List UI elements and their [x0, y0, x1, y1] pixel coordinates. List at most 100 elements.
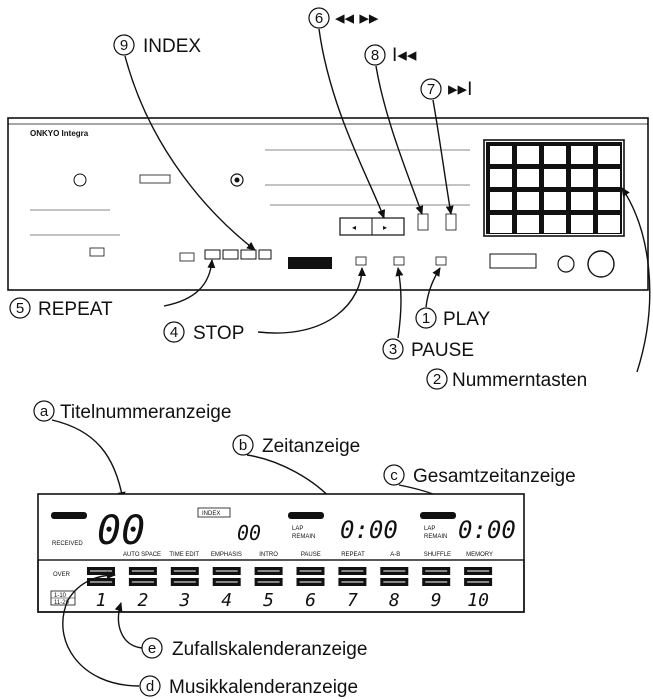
svg-text:PAUSE: PAUSE	[411, 340, 474, 361]
index-digits: 00	[237, 521, 261, 545]
function-label: INTRO	[259, 552, 278, 558]
svg-text:▸: ▸	[383, 223, 387, 232]
remain-label-1: REMAIN	[292, 534, 315, 540]
calendar-boxes	[87, 567, 493, 586]
calendar-number: 9	[431, 590, 442, 611]
small-knob	[557, 255, 575, 273]
index-label: INDEX	[202, 511, 220, 517]
number-keypad	[483, 139, 625, 237]
svg-text:Musikkalenderanzeige: Musikkalenderanzeige	[169, 677, 358, 698]
keypad-key	[598, 146, 620, 164]
calendar-number: 2	[137, 590, 148, 611]
callout-3-pause: 3 PAUSE	[382, 267, 474, 361]
svg-text:I◂◂: I◂◂	[392, 45, 417, 66]
calendar-box	[296, 567, 325, 586]
keypad-key	[490, 215, 512, 233]
calendar-number: 8	[389, 590, 400, 611]
function-label: AUTO SPACE	[123, 552, 161, 558]
track-number-digits: 00	[97, 508, 145, 554]
svg-text:1: 1	[422, 310, 430, 327]
calendar-box	[254, 567, 283, 586]
svg-text:STOP: STOP	[193, 323, 244, 344]
keypad-key	[490, 146, 512, 164]
callout-a-track-number-display: a Titelnummeranzeige	[33, 400, 231, 501]
keypad-key	[598, 192, 620, 210]
lap-label-2: LAP	[424, 526, 435, 532]
function-label: PAUSE	[301, 552, 321, 558]
keypad-key	[571, 146, 593, 164]
keypad-key	[490, 192, 512, 210]
svg-text:▸▸I: ▸▸I	[448, 79, 472, 100]
svg-text:9: 9	[120, 37, 128, 54]
function-label: MEMORY	[466, 552, 493, 558]
elapsed-time-digits: 0:00	[340, 516, 398, 544]
calendar-box	[212, 567, 241, 586]
svg-text:Gesamtzeitanzeige: Gesamtzeitanzeige	[413, 466, 576, 487]
range-indicator: 1-10 11-20	[50, 590, 76, 606]
keypad-key	[490, 169, 512, 187]
function-label: EMPHASIS	[211, 552, 242, 558]
svg-text:◂: ◂	[352, 223, 356, 232]
small-buttons	[89, 247, 195, 262]
callout-1-play: 1 PLAY	[415, 267, 491, 330]
keypad-key	[544, 215, 566, 233]
keypad-key	[598, 215, 620, 233]
keypad-key	[571, 169, 593, 187]
svg-text:3: 3	[389, 341, 397, 358]
calendar-box	[128, 567, 157, 586]
remain-label-2: REMAIN	[424, 534, 447, 540]
range-11-20: 11-20	[54, 600, 70, 606]
calendar-box	[380, 567, 409, 586]
svg-text:Nummerntasten: Nummerntasten	[452, 370, 587, 391]
slot	[489, 253, 537, 269]
calendar-number: 4	[221, 590, 232, 611]
calendar-box	[87, 567, 115, 586]
svg-text:6: 6	[315, 10, 323, 27]
callout-d-music-calendar: d Musikkalenderanzeige	[62, 571, 358, 698]
display-window	[288, 257, 332, 269]
keypad-key	[571, 192, 593, 210]
calendar-box	[422, 567, 451, 586]
calendar-box	[338, 567, 367, 586]
calendar-box	[170, 567, 199, 586]
callout-8-prev: 8 I◂◂	[364, 44, 424, 215]
calendar-box	[464, 567, 493, 586]
svg-text:REPEAT: REPEAT	[38, 299, 113, 320]
svg-text:e: e	[148, 640, 156, 657]
svg-text:Zufallskalenderanzeige: Zufallskalenderanzeige	[172, 639, 367, 660]
total-time-digits: 0:00	[458, 516, 516, 544]
keypad-key	[598, 169, 620, 187]
function-label: REPEAT	[341, 552, 365, 558]
callout-7-next: 7 ▸▸I	[420, 78, 472, 215]
left-knob	[73, 173, 87, 187]
callout-b-time-display: b Zeitanzeige	[232, 434, 360, 503]
svg-text:c: c	[390, 467, 398, 484]
over-label: OVER	[53, 572, 71, 578]
svg-text:4: 4	[170, 324, 178, 341]
center-knob	[230, 173, 244, 187]
large-knob	[587, 250, 615, 278]
svg-text:◂◂ ▸▸: ◂◂ ▸▸	[335, 8, 379, 29]
svg-text:INDEX: INDEX	[143, 36, 201, 57]
svg-text:d: d	[146, 678, 154, 695]
function-label: TIME EDIT	[169, 552, 199, 558]
lcd-display: RECEIVED 00 INDEX 00 LAP REMAIN 0:00 LAP…	[37, 493, 525, 613]
svg-text:8: 8	[371, 47, 379, 64]
svg-text:PLAY: PLAY	[443, 309, 491, 330]
received-label: RECEIVED	[52, 541, 83, 547]
keypad-key	[571, 215, 593, 233]
calendar-number: 7	[347, 590, 358, 611]
svg-text:5: 5	[16, 300, 24, 317]
calendar-number: 6	[305, 590, 316, 611]
lap-label-1: LAP	[292, 526, 303, 532]
svg-text:b: b	[239, 437, 247, 454]
keypad-key	[517, 169, 539, 187]
keypad-key	[544, 169, 566, 187]
calendar-number: 10	[467, 590, 489, 611]
callout-5-repeat: 5 REPEAT	[9, 259, 216, 320]
keypad-key	[517, 146, 539, 164]
svg-text:2: 2	[433, 371, 441, 388]
calendar-number: 1	[96, 590, 107, 611]
